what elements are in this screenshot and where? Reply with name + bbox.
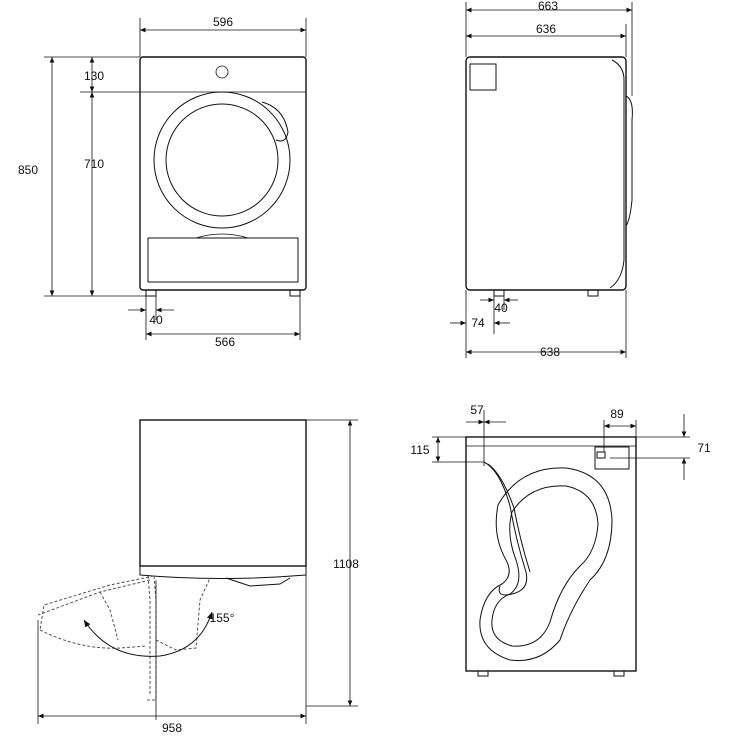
dim-door-open-height: 1108 [333,557,359,571]
front-view: 596 850 130 710 40 566 [18,15,307,349]
dim-rear-outlet-x: 89 [610,407,624,421]
door-open-view: 155° 1108 958 [37,419,359,735]
dim-feet-span: 566 [215,335,235,349]
dim-door-angle: 155° [210,611,235,625]
dim-rear-hose-y: 115 [410,443,429,457]
dim-side-base-depth: 638 [540,345,560,359]
dim-side-total-depth: 663 [538,0,558,13]
side-view: 663 636 40 74 638 [450,0,633,359]
dim-side-cabinet-depth: 636 [536,22,556,36]
dim-rear-outlet-y: 71 [697,441,711,455]
dim-total-height: 850 [18,163,38,177]
dim-foot-offset: 40 [149,313,163,327]
dim-rear-hose-x: 57 [470,403,484,417]
dim-front-width: 596 [213,15,233,29]
dim-side-foot-offset: 40 [494,301,508,315]
rear-view: 57 115 89 71 [410,403,711,677]
dim-side-rear-offset: 74 [471,316,485,330]
dim-door-height: 710 [84,157,104,171]
dim-door-open-width: 958 [162,721,182,735]
dim-top-height: 130 [84,69,104,83]
